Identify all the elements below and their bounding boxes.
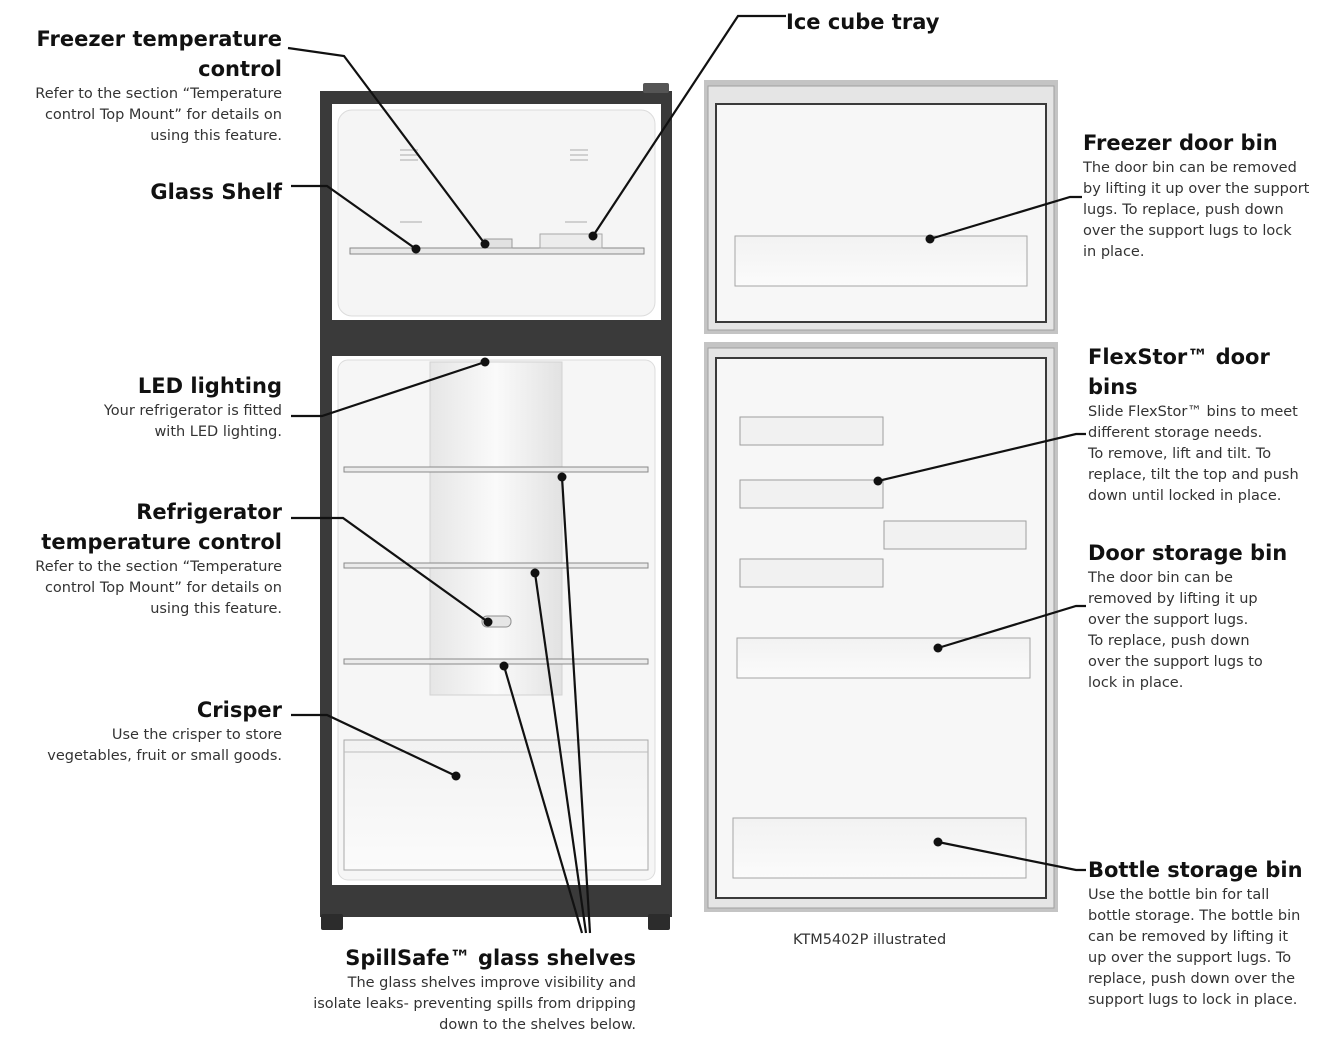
callout-desc: The door bin can be removed by lifting i… — [1083, 160, 1310, 260]
flexstor-bin-4 — [739, 558, 884, 588]
bottle-storage-bin-shape — [732, 817, 1027, 879]
flexstor-bin-3 — [883, 520, 1027, 550]
dot-spillsafe-3 — [499, 661, 509, 671]
leader-flexstor — [877, 432, 1086, 483]
leader-dots — [411, 231, 943, 847]
fresh-door-liner — [715, 357, 1047, 899]
leader-spillsafe-2 — [533, 572, 588, 934]
leader-door-storage — [937, 604, 1086, 650]
left-foot — [321, 914, 343, 930]
callout-freezer-door-bin: Freezer door bin The door bin can be rem… — [1083, 128, 1325, 263]
callout-desc: Your refrigerator is fitted with LED lig… — [103, 403, 282, 440]
callout-crisper: Crisper Use the crisper to store vegetab… — [0, 695, 282, 767]
dot-fridge-temp — [483, 617, 493, 627]
dot-glass-shelf — [411, 244, 421, 254]
callout-flexstor-door-bins: FlexStor™ door bins Slide FlexStor™ bins… — [1088, 342, 1326, 507]
freezer-door-liner — [715, 103, 1047, 323]
flexstor-bin-1 — [739, 416, 884, 446]
callout-title: Ice cube tray — [786, 10, 940, 34]
callout-glass-shelf: Glass Shelf — [0, 177, 282, 207]
callout-led-lighting: LED lighting Your refrigerator is fitted… — [0, 371, 282, 443]
door-storage-bin-shape — [736, 637, 1031, 679]
dot-door-storage — [933, 643, 943, 653]
dot-crisper — [451, 771, 461, 781]
callout-desc: Refer to the section “Temperature contro… — [35, 559, 282, 617]
right-foot — [648, 914, 670, 930]
glass-shelf-1 — [343, 466, 649, 473]
callout-freezer-temperature-control: Freezer temperature control Refer to the… — [0, 24, 282, 147]
leader-spillsafe-3 — [502, 665, 584, 934]
callout-desc: The glass shelves improve visibility and… — [313, 975, 636, 1033]
ice-cube-tray — [539, 233, 603, 249]
glass-shelf — [349, 247, 645, 255]
dot-ice-tray — [588, 231, 598, 241]
callout-title: Refrigerator temperature control — [41, 500, 282, 554]
callout-bottle-storage-bin: Bottle storage bin Use the bottle bin fo… — [1088, 855, 1326, 1011]
callout-refrigerator-temperature-control: Refrigerator temperature control Refer t… — [0, 497, 282, 620]
callout-title: Freezer door bin — [1083, 131, 1278, 155]
led-light-column — [429, 361, 563, 696]
leader-glass-shelf — [291, 184, 417, 250]
dot-spillsafe-2 — [530, 568, 540, 578]
callout-title: Crisper — [196, 698, 282, 722]
callout-title: Glass Shelf — [150, 180, 282, 204]
freezer-liner — [337, 109, 656, 317]
leader-crisper — [291, 713, 457, 777]
callout-door-storage-bin: Door storage bin The door bin can be rem… — [1088, 538, 1326, 694]
model-note: KTM5402P illustrated — [793, 932, 947, 948]
callout-ice-cube-tray: Ice cube tray — [786, 7, 1026, 37]
callout-spillsafe-glass-shelves: SpillSafe™ glass shelves The glass shelv… — [236, 943, 636, 1036]
dot-bottle-storage — [933, 837, 943, 847]
glass-shelf-3 — [343, 658, 649, 665]
leader-freezer-door-bin — [929, 195, 1082, 241]
callout-desc: Use the crisper to store vegetables, fru… — [47, 727, 282, 764]
glass-shelf-2 — [343, 562, 649, 569]
leader-freezer-temp — [287, 46, 486, 245]
freezer-vent-lines — [400, 149, 588, 223]
dot-spillsafe-1 — [557, 472, 567, 482]
callout-title: SpillSafe™ glass shelves — [345, 946, 636, 970]
cabinet — [320, 83, 672, 930]
crisper-drawer — [343, 739, 649, 871]
compartment-divider — [332, 323, 661, 356]
fresh-food-door — [704, 342, 1058, 912]
leader-lines — [287, 14, 1086, 934]
freezer-door-bin-shape — [734, 235, 1028, 287]
leader-fridge-temp — [291, 516, 489, 623]
cabinet-top-hinge — [643, 83, 669, 93]
leader-spillsafe-1 — [560, 476, 592, 934]
dot-freezer-door-bin — [925, 234, 935, 244]
dot-flexstor — [873, 476, 883, 486]
leader-ice-tray — [592, 14, 786, 237]
callout-desc: The door bin can be removed by lifting i… — [1088, 570, 1263, 691]
callout-title: FlexStor™ door bins — [1088, 345, 1270, 399]
callout-title: LED lighting — [137, 374, 282, 398]
callout-title: Freezer temperature control — [36, 27, 282, 81]
callout-title: Bottle storage bin — [1088, 858, 1303, 882]
callout-title: Door storage bin — [1088, 541, 1288, 565]
leader-led — [291, 360, 486, 418]
callout-desc: Refer to the section “Temperature contro… — [35, 86, 282, 144]
dot-freezer-temp — [480, 239, 490, 249]
callout-desc: Use the bottle bin for tall bottle stora… — [1088, 887, 1301, 1008]
leader-bottle-storage — [937, 840, 1086, 872]
freezer-door — [704, 80, 1058, 334]
flexstor-bin-2 — [739, 479, 884, 509]
callout-desc: Slide FlexStor™ bins to meet different s… — [1088, 404, 1299, 504]
dot-led — [480, 357, 490, 367]
